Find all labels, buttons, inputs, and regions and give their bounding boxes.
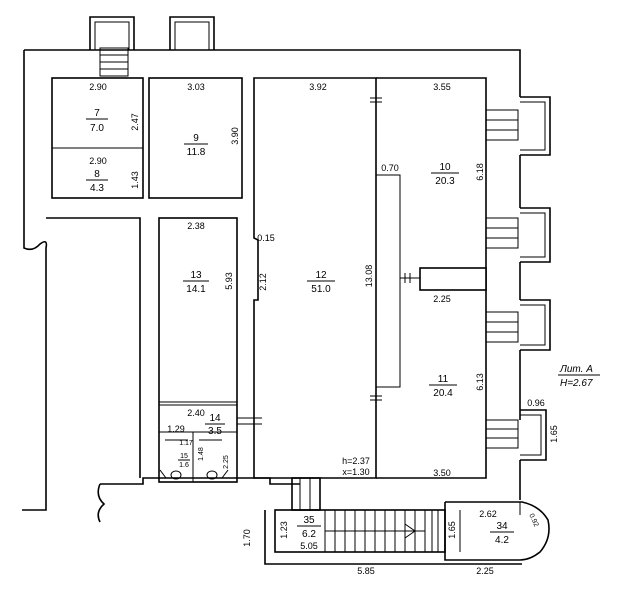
- dim-label: 6.13: [475, 373, 485, 391]
- svg-text:20.3: 20.3: [435, 176, 455, 187]
- dim-label: x=1.30: [342, 467, 369, 477]
- room-10-label: 10 20.3: [431, 162, 459, 187]
- svg-text:35: 35: [303, 515, 315, 526]
- dim-label: 2.25: [476, 566, 494, 576]
- dim-label: 1.70: [242, 529, 252, 547]
- dim-label: 2.38: [187, 221, 205, 231]
- dim-label: 1.65: [549, 425, 559, 443]
- top-porch-right: [169, 16, 215, 50]
- dim-label: 3.55: [433, 82, 451, 92]
- dim-label: 3.50: [433, 468, 451, 478]
- dim-label: 2.90: [89, 156, 107, 166]
- svg-text:13: 13: [190, 270, 202, 281]
- room-12-label: 12 51.0: [307, 270, 335, 295]
- svg-text:4.3: 4.3: [90, 183, 104, 194]
- room-10-11-walls: [370, 77, 487, 479]
- dim-label: 5.05: [300, 541, 318, 551]
- dim-label: 2.25: [433, 294, 451, 304]
- annex-35-34-walls: [264, 477, 550, 565]
- dim-label: 2.47: [130, 113, 140, 131]
- dim-label: 1.17: [179, 440, 193, 447]
- dim-label: 13.08: [364, 265, 374, 288]
- ceiling-height: H=2.67: [560, 378, 593, 389]
- dim-label: 2.62: [479, 509, 497, 519]
- svg-text:14: 14: [209, 413, 221, 424]
- dim-label: 2.25: [223, 455, 230, 469]
- building-letter: Лит. А: [559, 364, 593, 375]
- room-14-label: 14 3.5: [205, 413, 225, 437]
- svg-text:3.5: 3.5: [208, 426, 222, 437]
- corridor-walls: [46, 217, 141, 478]
- dimension-labels: 2.90 2.47 2.90 1.43 3.03 3.90 3.92 3.55 …: [89, 82, 559, 576]
- dim-label: 3.03: [187, 82, 205, 92]
- svg-text:1.6: 1.6: [179, 462, 189, 469]
- dim-label: 0.15: [257, 233, 275, 243]
- svg-text:4.2: 4.2: [495, 535, 509, 546]
- right-porches: [485, 96, 551, 461]
- dim-label: 5.85: [357, 566, 375, 576]
- svg-text:12: 12: [315, 270, 327, 281]
- dim-label: 0.96: [527, 398, 545, 408]
- svg-text:10: 10: [439, 162, 451, 173]
- svg-text:6.2: 6.2: [302, 529, 316, 540]
- svg-text:14.1: 14.1: [186, 284, 206, 295]
- dim-label: 2.40: [187, 408, 205, 418]
- svg-text:7.0: 7.0: [90, 123, 104, 134]
- dim-label: 3.92: [309, 82, 327, 92]
- dim-label: 1.29: [167, 424, 185, 434]
- dim-label: h=2.37: [342, 456, 370, 466]
- svg-text:20.4: 20.4: [433, 388, 453, 399]
- room-11-label: 11 20.4: [429, 374, 457, 399]
- svg-text:11: 11: [438, 374, 449, 385]
- building-annotation: Лит. А H=2.67: [558, 364, 600, 389]
- outer-walls: [22, 49, 521, 523]
- dim-label: 2.12: [258, 273, 268, 291]
- top-porch-left: [89, 16, 135, 77]
- room-15-label: 15 1.6: [178, 453, 190, 469]
- dim-label: 0.92: [527, 513, 539, 528]
- dim-label: 3.90: [230, 127, 240, 145]
- svg-text:15: 15: [180, 453, 188, 460]
- room-34-label: 34 4.2: [490, 521, 514, 546]
- svg-text:7: 7: [94, 108, 100, 119]
- dim-label: 2.90: [89, 82, 107, 92]
- room-9-label: 9 11.8: [184, 133, 208, 158]
- svg-text:9: 9: [193, 133, 199, 144]
- svg-text:11.8: 11.8: [187, 147, 206, 158]
- room-labels: 7 7.0 8 4.3 9 11.8 10 20.3 11 20.4 12 51…: [86, 108, 514, 546]
- room-7-8-walls: [51, 77, 144, 199]
- svg-text:51.0: 51.0: [311, 284, 331, 295]
- dim-label: 1.65: [447, 521, 457, 539]
- room-13-label: 13 14.1: [183, 270, 209, 295]
- svg-text:8: 8: [94, 169, 100, 180]
- dim-label: 1.48: [198, 447, 205, 461]
- room-35-label: 35 6.2: [297, 515, 321, 540]
- room-7-label: 7 7.0: [86, 108, 108, 134]
- dim-label: 1.43: [130, 171, 140, 189]
- dim-label: 5.93: [224, 272, 234, 290]
- room-9-walls: [148, 77, 243, 199]
- dim-label: 6.18: [475, 163, 485, 181]
- room-13-walls: [158, 217, 262, 483]
- dim-label: 0.70: [381, 163, 399, 173]
- svg-text:34: 34: [496, 521, 508, 532]
- dim-label: 1.23: [279, 521, 289, 539]
- room-8-label: 8 4.3: [86, 169, 108, 194]
